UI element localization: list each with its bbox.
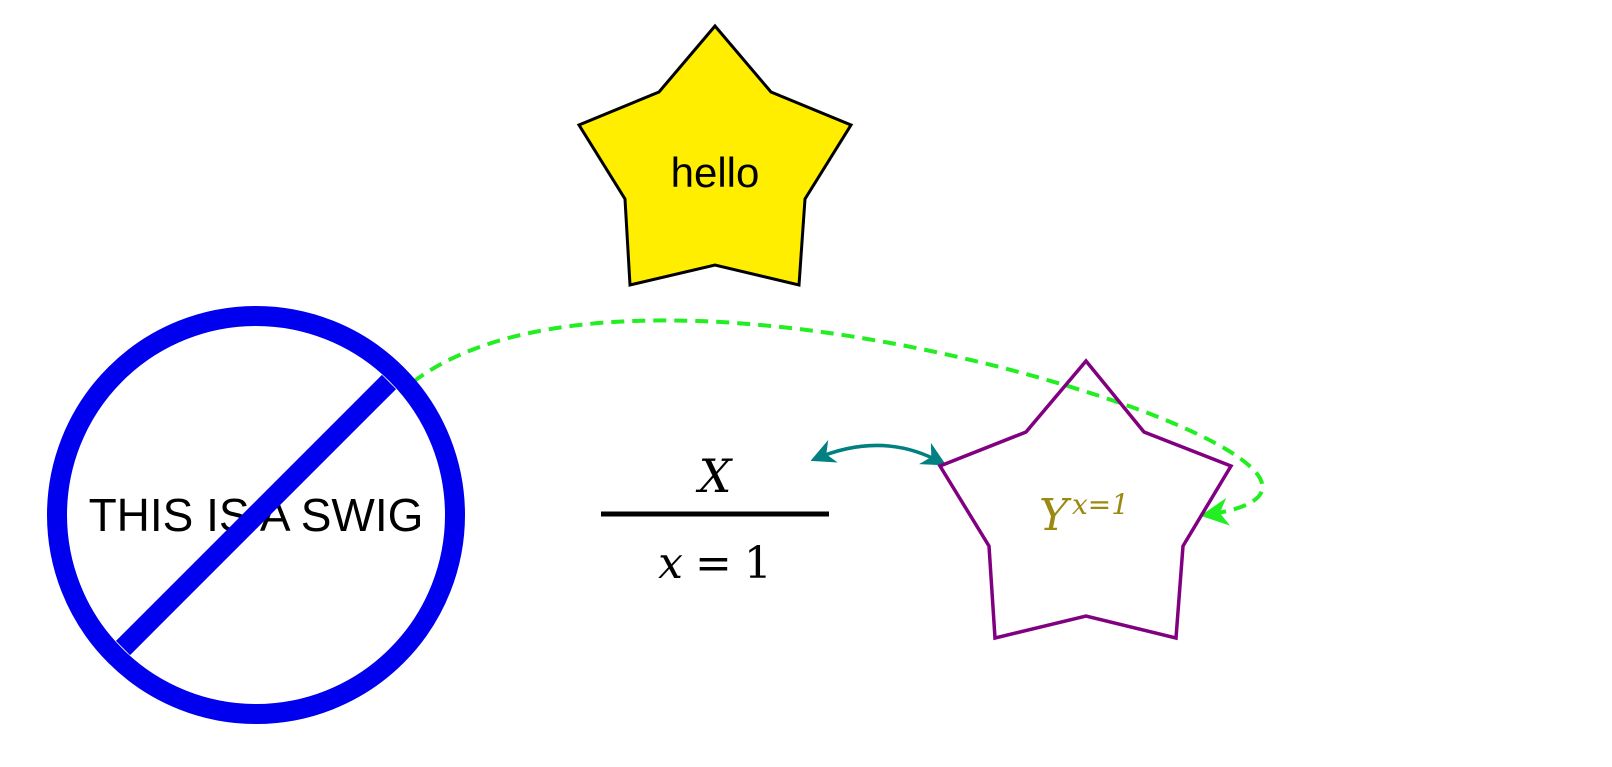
star-hello-label: hello <box>671 149 760 196</box>
no-sign-slash <box>115 374 397 656</box>
no-sign-ring <box>47 306 465 724</box>
star-hello-node: hello <box>576 23 854 287</box>
green-dashed-arrow <box>411 318 1265 526</box>
fraction-denominator: x=1 <box>658 538 772 589</box>
fraction-denominator-op: = <box>695 538 732 589</box>
fraction-numerator: X <box>696 449 734 503</box>
star-y-base: Y <box>1039 490 1072 541</box>
star-y-exponent: x=1 <box>1072 488 1129 521</box>
star-y-shape <box>937 358 1234 641</box>
fraction-denominator-var: x <box>658 538 683 589</box>
no-sign-node: THIS IS A SWIG <box>47 306 465 724</box>
star-hello-shape <box>576 23 854 287</box>
teal-double-arrow <box>810 440 947 466</box>
fraction-node: X x=1 <box>601 449 829 589</box>
fraction-denominator-val: 1 <box>744 538 772 589</box>
